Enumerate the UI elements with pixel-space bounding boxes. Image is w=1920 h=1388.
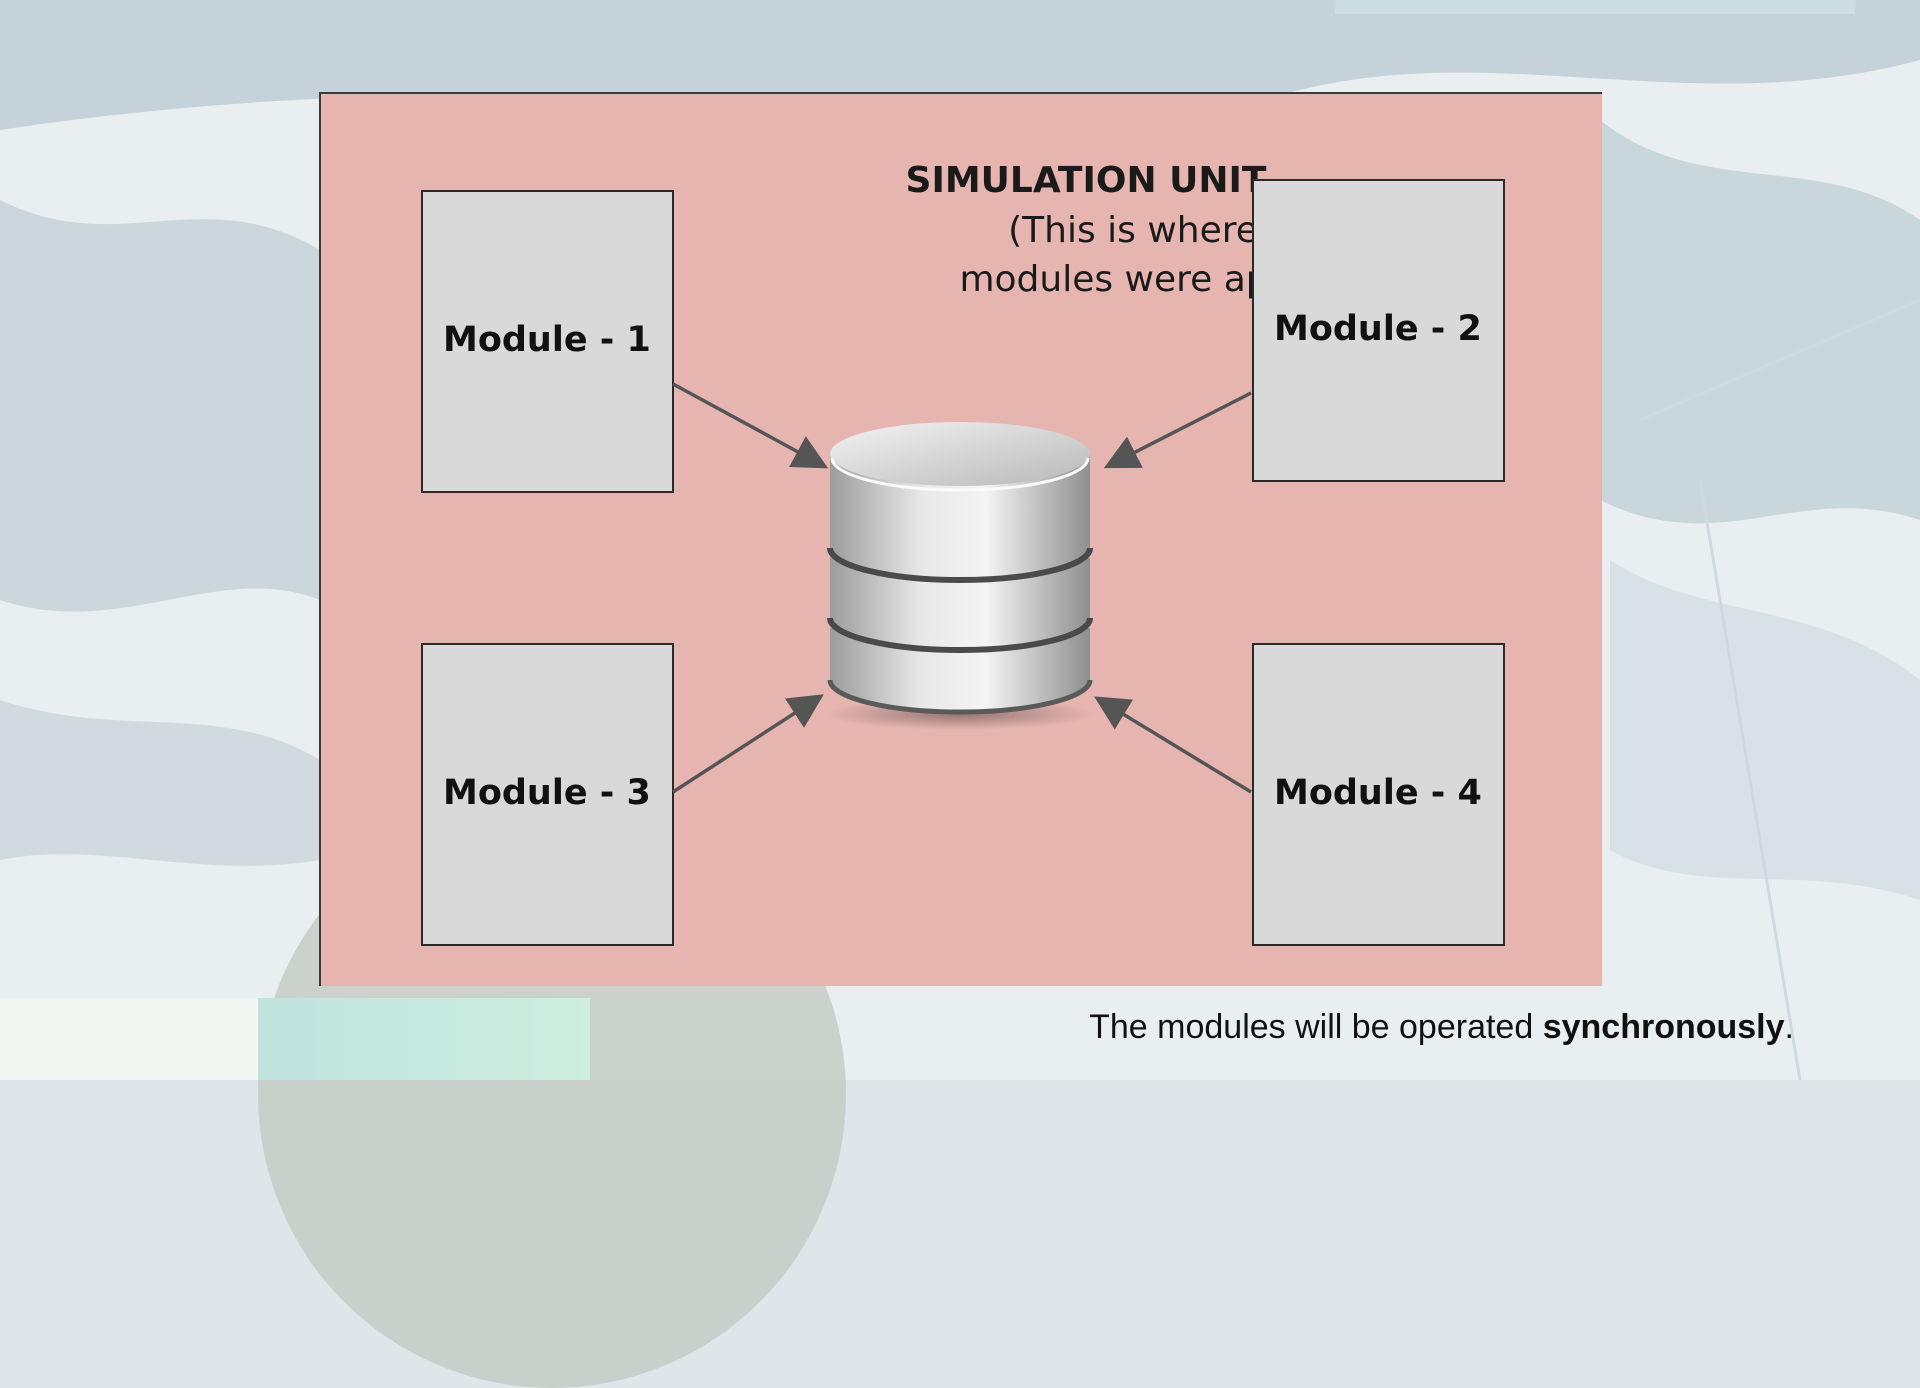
database-icon [826, 422, 1094, 730]
decorative-mint-block [258, 998, 590, 1080]
caption-prefix: The modules will be operated [1089, 1008, 1543, 1046]
module-4-label: Module - 4 [1274, 773, 1482, 813]
module-2-label: Module - 2 [1274, 309, 1482, 349]
diagram-subtitle-line-1: (This is where [1008, 210, 1258, 251]
caption-suffix: . [1784, 1008, 1794, 1046]
module-3-box: Module - 3 [421, 643, 674, 946]
decorative-top-bar [1335, 0, 1855, 14]
module-3-label: Module - 3 [443, 773, 651, 813]
diagram-title: SIMULATION UNIT [905, 160, 1267, 201]
module-1-box: Module - 1 [421, 190, 674, 493]
caption-text: The modules will be operated synchronous… [1089, 1008, 1794, 1047]
module-4-box: Module - 4 [1252, 643, 1505, 946]
module-2-box: Module - 2 [1252, 179, 1505, 482]
module-1-label: Module - 1 [443, 320, 651, 360]
caption-emphasis: synchronously [1542, 1008, 1785, 1046]
